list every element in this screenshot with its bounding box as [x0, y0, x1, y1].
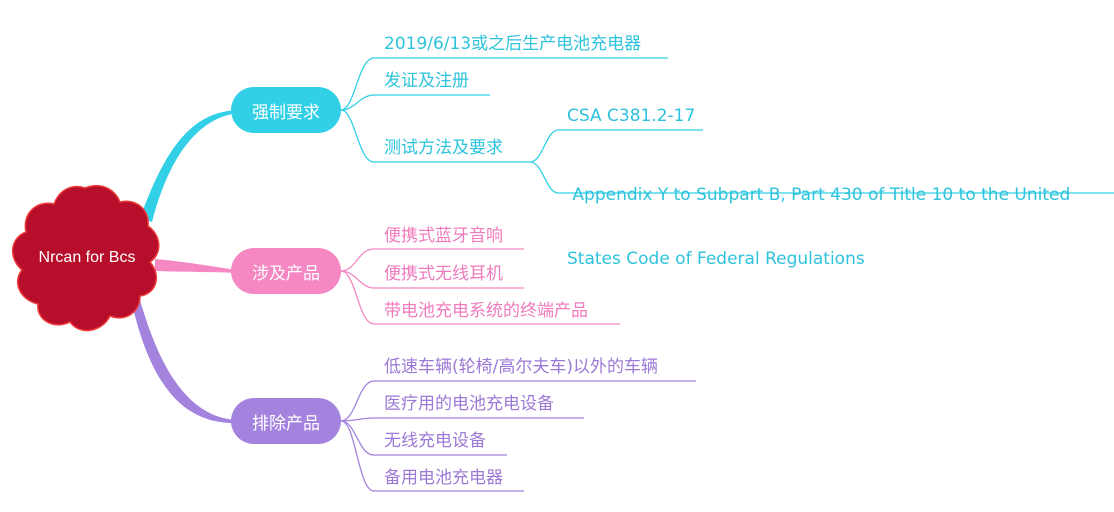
topic-test-methods[interactable]: 测试方法及要求 [384, 138, 503, 158]
branch-label: 排除产品 [252, 413, 320, 434]
products-connectors [340, 248, 620, 325]
trunk-to-products [155, 259, 238, 273]
topic-terminal-products[interactable]: 带电池充电系统的终端产品 [384, 301, 588, 321]
topic-certification-registration[interactable]: 发证及注册 [384, 71, 469, 91]
topic-appendix-y-line1: Appendix Y to Subpart B, Part 430 of Tit… [567, 185, 1071, 205]
topic-bluetooth-speaker[interactable]: 便携式蓝牙音响 [384, 226, 503, 246]
root-node-shape [12, 184, 160, 332]
trunk-to-excluded [132, 300, 240, 424]
topic-backup-battery-chargers[interactable]: 备用电池充电器 [384, 468, 503, 488]
topic-production-date[interactable]: 2019/6/13或之后生产电池充电器 [384, 34, 642, 54]
mandatory-connectors [340, 57, 1114, 194]
topic-csa-standard[interactable]: CSA C381.2-17 [567, 106, 696, 126]
excluded-connectors [340, 380, 696, 492]
topic-wireless-earphones[interactable]: 便携式无线耳机 [384, 264, 503, 284]
branch-mandatory-requirements[interactable]: 强制要求 [231, 87, 341, 133]
branch-covered-products[interactable]: 涉及产品 [231, 248, 341, 294]
root-node-label: Nrcan for Bcs [38, 249, 136, 266]
topic-wireless-chargers[interactable]: 无线充电设备 [384, 431, 486, 451]
topic-appendix-y-line2: States Code of Federal Regulations [567, 249, 865, 269]
branch-label: 强制要求 [252, 102, 320, 123]
topic-vehicles[interactable]: 低速车辆(轮椅/高尔夫车)以外的车辆 [384, 357, 658, 377]
branch-excluded-products[interactable]: 排除产品 [231, 398, 341, 444]
branch-label: 涉及产品 [252, 263, 320, 284]
topic-appendix-y[interactable]: Appendix Y to Subpart B, Part 430 of Tit… [567, 145, 1070, 289]
trunk-to-mandatory [140, 110, 238, 222]
topic-medical-chargers[interactable]: 医疗用的电池充电设备 [384, 394, 554, 414]
